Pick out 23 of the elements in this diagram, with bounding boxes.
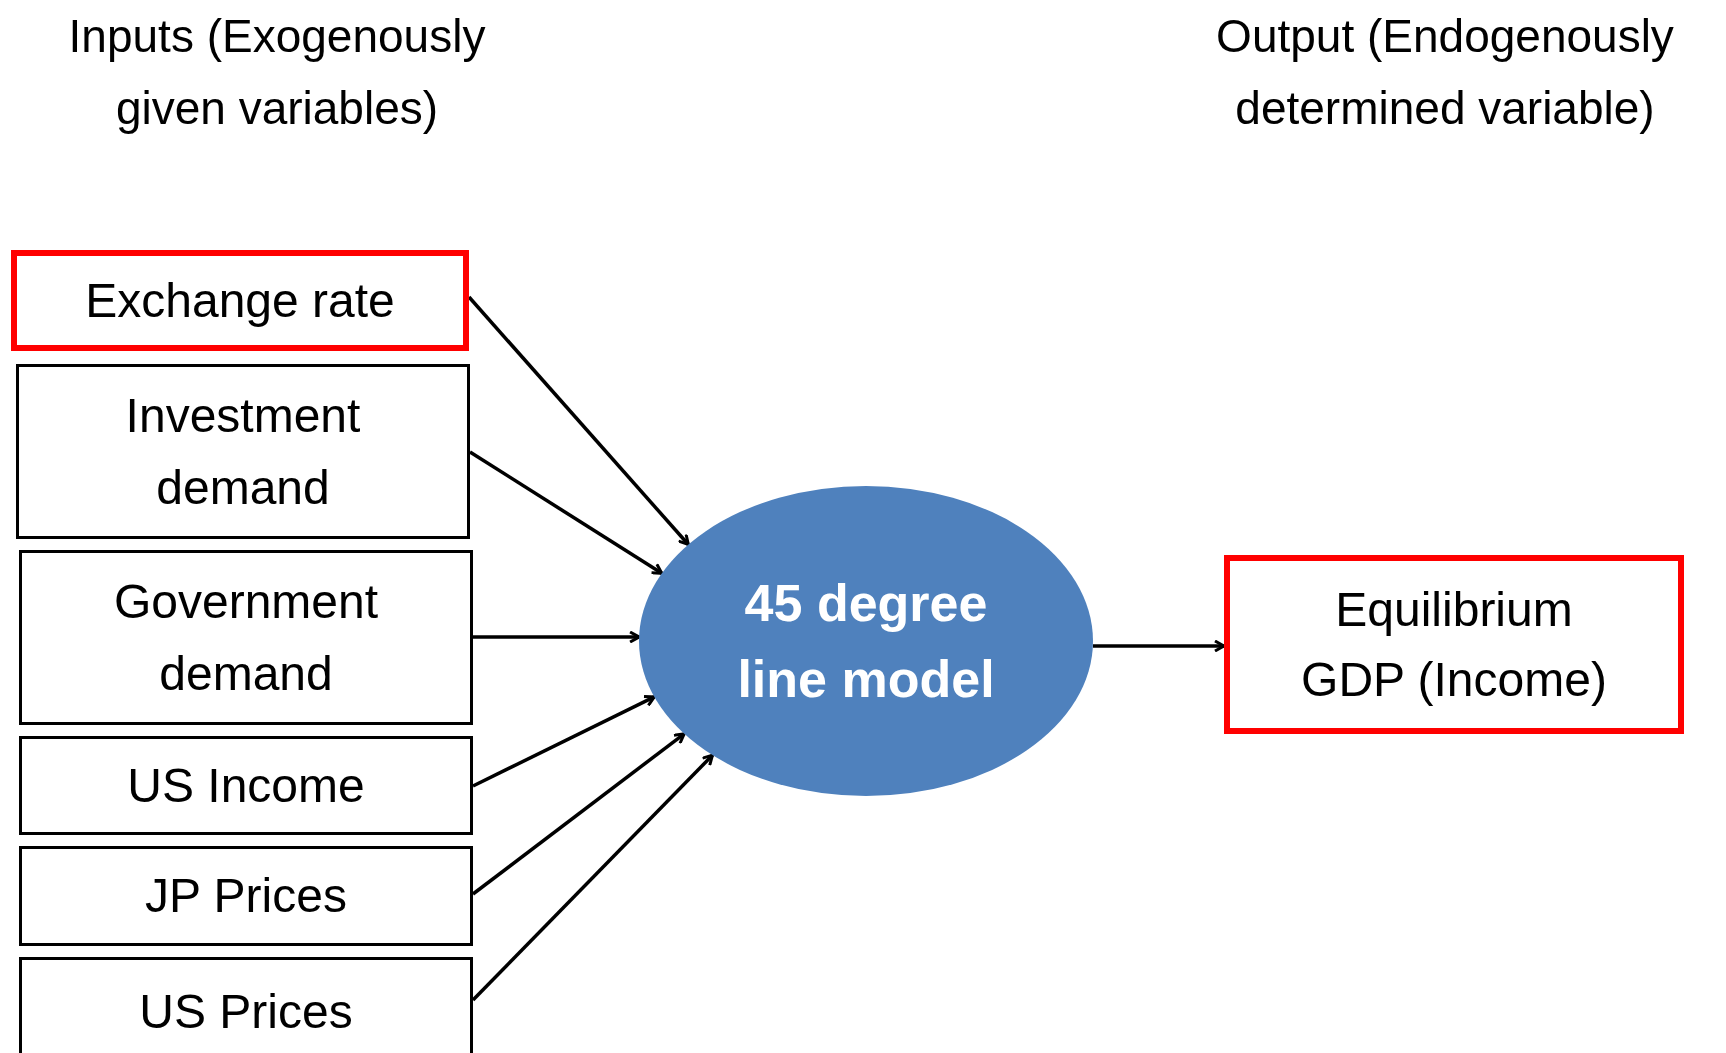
column-heading: Inputs (Exogenously given variables) (68, 10, 486, 134)
arrow (1092, 639, 1226, 653)
arrow (471, 753, 714, 1002)
arrow (471, 732, 686, 896)
node-text: JP Prices (145, 868, 347, 924)
node-text: Investment demand (124, 387, 362, 516)
variable-box (16, 364, 470, 539)
column-heading: Output (Endogenously determined variable) (1216, 10, 1674, 134)
variable-box (19, 957, 473, 1053)
node-text: Exchange rate (85, 272, 395, 329)
node-text: US Prices (139, 984, 353, 1040)
node-text: US Income (127, 757, 365, 814)
node-text: Government demand (112, 573, 380, 702)
variable-box (11, 250, 469, 351)
variable-box (19, 550, 473, 725)
variable-box (19, 736, 473, 835)
arrow (473, 630, 641, 644)
arrow (472, 694, 656, 788)
variable-box (1224, 555, 1684, 734)
node-text: Equilibrium GDP (Income) (1300, 581, 1608, 708)
variable-box (19, 846, 473, 946)
node-text: 45 degree line model (736, 573, 996, 710)
arrow (469, 450, 664, 575)
